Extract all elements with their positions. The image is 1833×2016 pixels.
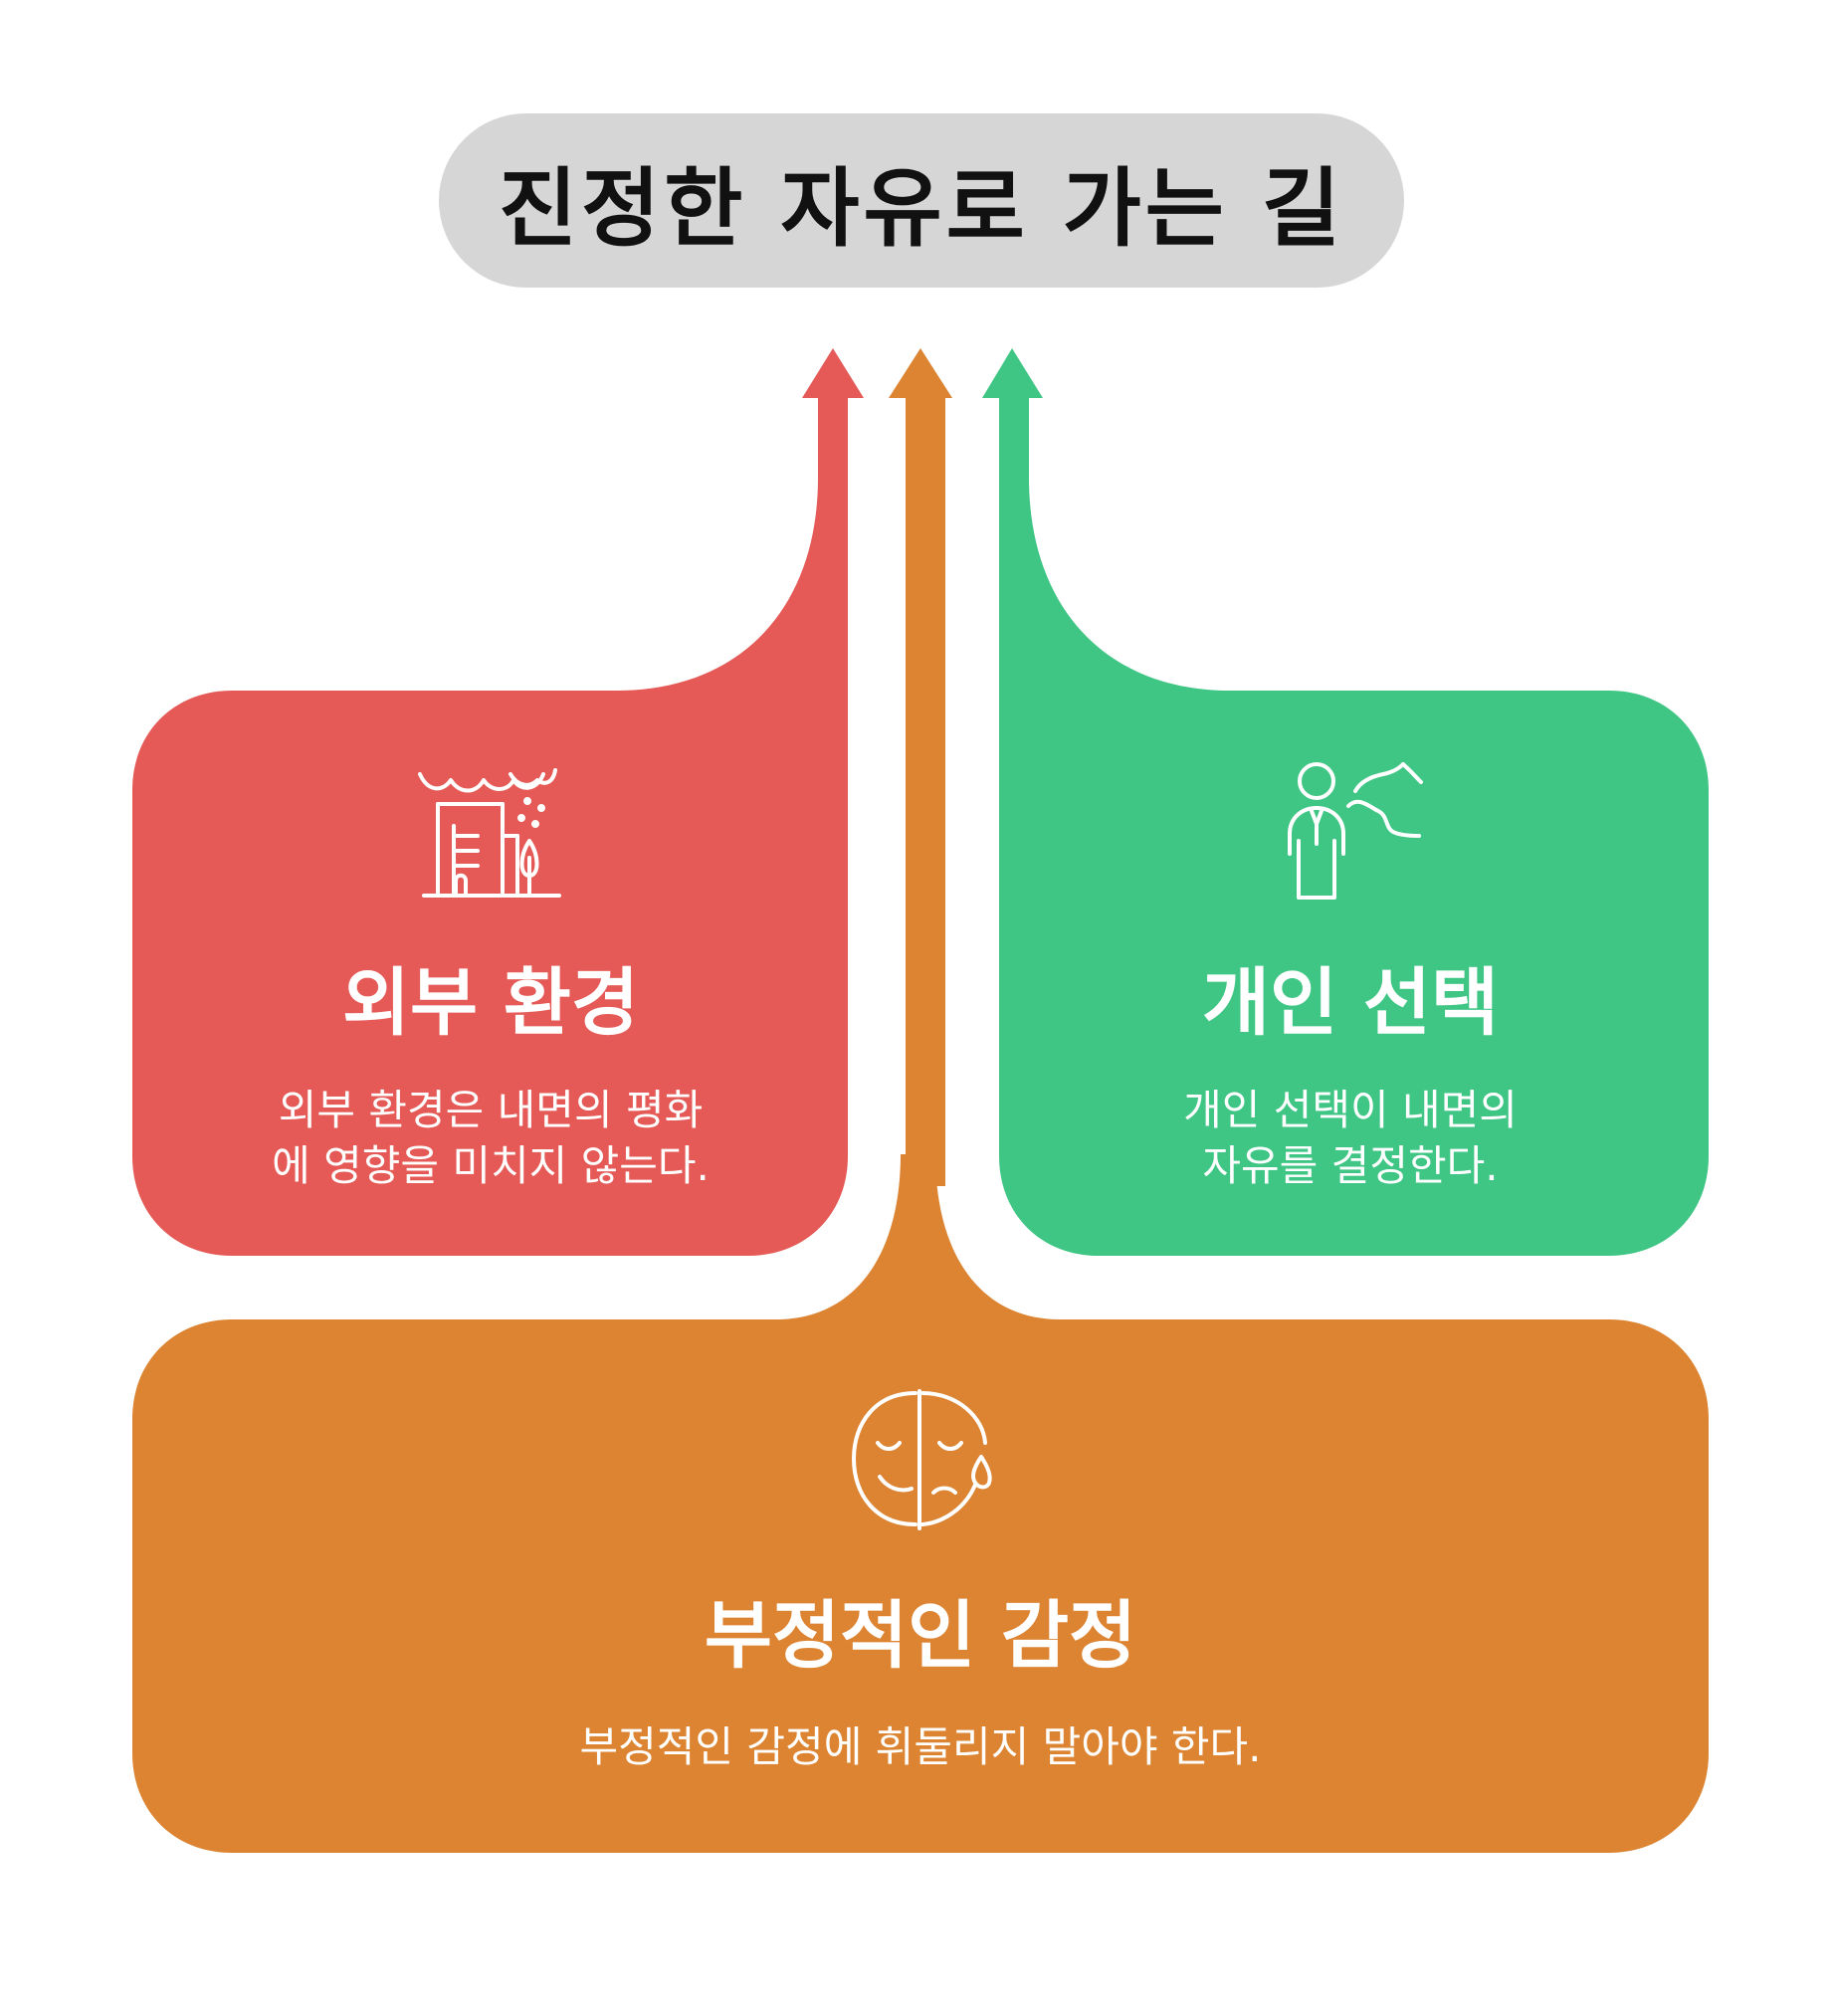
red-arrow-head	[802, 348, 864, 398]
green-card-shape	[999, 396, 1709, 1256]
person-breath-icon	[1288, 762, 1423, 900]
city-skyline-rain-icon	[418, 768, 561, 898]
orange-arrow	[889, 348, 952, 1186]
title-pill: 진정한 자유로 가는 길	[439, 113, 1404, 288]
green-arrow-head	[982, 348, 1043, 398]
card-external-desc-line1: 외부 환경은 내면의 평화	[278, 1086, 704, 1134]
card-external-title: 외부 환경	[341, 960, 640, 1046]
card-choice-title: 개인 선택	[1201, 960, 1500, 1046]
card-choice-desc-line1: 개인 선택이 내면의	[1183, 1086, 1518, 1134]
card-emotion-desc: 부정적인 감정에 휘둘리지 말아야 한다.	[579, 1722, 1262, 1771]
card-choice-desc-line2: 자유를 결정한다.	[1202, 1141, 1499, 1190]
card-emotion-title: 부정적인 감정	[704, 1593, 1137, 1679]
page-title: 진정한 자유로 가는 길	[499, 159, 1344, 259]
sad-face-tear-icon	[852, 1389, 992, 1530]
card-external-desc-line2: 에 영향을 미치지 않는다.	[272, 1141, 710, 1190]
red-card-shape	[132, 396, 848, 1256]
